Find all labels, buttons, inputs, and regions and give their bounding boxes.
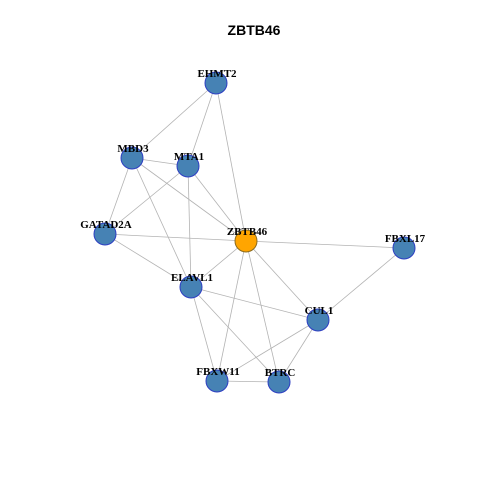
node-label-fbxw11: FBXW11 [196,366,239,378]
node-gatad2a[interactable]: GATAD2A [80,219,132,246]
node-circle-btrc[interactable] [267,370,291,394]
edge-elavl1-fbxw11 [190,286,218,382]
edge-mta1-elavl1 [187,165,192,288]
edge-zbtb46-btrc [245,240,280,383]
node-label-btrc: BTRC [265,367,296,379]
edge-mbd3-gatad2a [104,157,133,235]
node-ehmt2[interactable]: EHMT2 [197,68,237,95]
node-zbtb46[interactable]: ZBTB46 [227,226,268,253]
edge-ehmt2-zbtb46 [215,82,247,242]
node-label-zbtb46: ZBTB46 [227,226,268,238]
node-circle-cul1[interactable] [306,308,330,332]
node-label-fbxl17: FBXL17 [385,233,426,245]
node-label-cul1: CUL1 [305,305,334,317]
edge-fbxl17-cul1 [317,247,405,321]
node-fbxl17[interactable]: FBXL17 [385,233,426,260]
edge-elavl1-btrc [190,286,280,383]
edge-gatad2a-zbtb46 [104,233,247,242]
node-fbxw11[interactable]: FBXW11 [196,366,240,393]
edge-zbtb46-cul1 [245,240,319,321]
node-circle-zbtb46[interactable] [234,229,258,253]
edge-cul1-btrc [278,319,319,383]
node-circle-elavl1[interactable] [179,275,203,299]
edge-ehmt2-mta1 [187,82,217,167]
node-cul1[interactable]: CUL1 [305,305,334,332]
edge-zbtb46-elavl1 [190,240,247,288]
edges-layer [104,82,405,383]
edge-elavl1-cul1 [190,286,319,321]
node-circle-gatad2a[interactable] [93,222,117,246]
node-mta1[interactable]: MTA1 [174,151,204,178]
node-circle-fbxw11[interactable] [205,369,229,393]
node-label-mta1: MTA1 [174,151,204,163]
edge-cul1-fbxw11 [216,319,319,382]
node-label-gatad2a: GATAD2A [80,219,132,231]
edge-zbtb46-fbxw11 [216,240,247,382]
node-btrc[interactable]: BTRC [265,367,296,394]
node-circle-ehmt2[interactable] [204,71,228,95]
node-circle-mbd3[interactable] [120,146,144,170]
node-label-mbd3: MBD3 [117,143,149,155]
edge-zbtb46-fbxl17 [245,240,405,249]
node-label-ehmt2: EHMT2 [197,68,237,80]
edge-mta1-gatad2a [104,165,189,235]
edge-ehmt2-mbd3 [131,82,217,159]
node-label-elavl1: ELAVL1 [171,272,213,284]
edge-mbd3-elavl1 [131,157,192,288]
node-circle-fbxl17[interactable] [392,236,416,260]
edge-gatad2a-elavl1 [104,233,192,288]
diagram-title: ZBTB46 [228,22,281,38]
edge-mta1-zbtb46 [187,165,247,242]
node-mbd3[interactable]: MBD3 [117,143,149,170]
node-elavl1[interactable]: ELAVL1 [171,272,213,299]
node-circle-mta1[interactable] [176,154,200,178]
